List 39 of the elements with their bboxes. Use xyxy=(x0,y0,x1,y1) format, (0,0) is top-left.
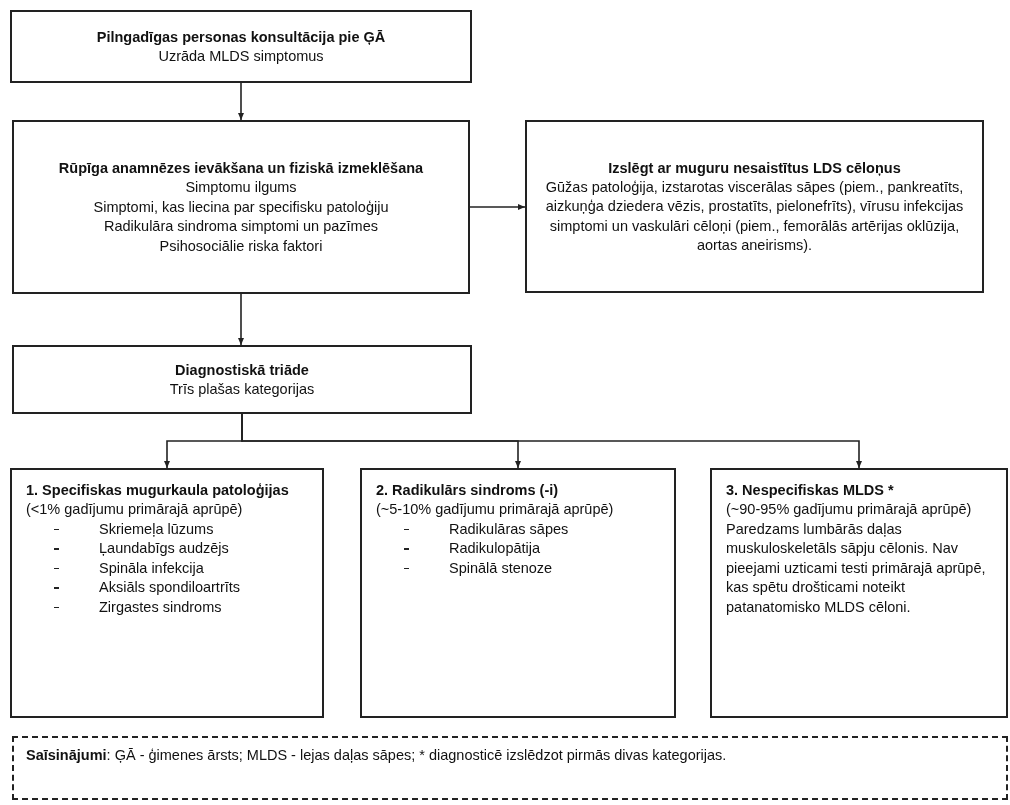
list-item: Ļaundabīgs audzējs xyxy=(99,539,229,558)
box-text: (~90-95% gadījumu primārajā aprūpē) xyxy=(726,500,972,519)
list-item: Radikulāras sāpes xyxy=(449,519,569,539)
box-text: Psihosociālie riska faktori xyxy=(159,236,323,256)
box-heading: 1. Specifiskas mugurkaula patoloģijas xyxy=(26,481,289,500)
box-text: Trīs plašas kategorijas xyxy=(169,379,315,399)
box-heading: 3. Nespecifiskas MLDS * xyxy=(726,481,894,500)
list-item: Radikulopātija xyxy=(449,539,541,558)
box-text: (<1% gadījumu primārajā aprūpē) xyxy=(26,500,243,519)
box-text: (~5-10% gadījumu primārajā aprūpē) xyxy=(376,500,614,519)
list-item: Spināla infekcija xyxy=(99,558,204,578)
process-box xyxy=(10,10,472,83)
arrow xyxy=(238,82,244,121)
box-text: Radikulāra sindroma simptomi un pazīmes xyxy=(104,217,378,236)
process-box xyxy=(710,468,1008,718)
box-text: Simptomi, kas liecina par specifisku patoloģiju xyxy=(93,197,389,217)
note-text: Saīsinājumi: ĢĀ - ģimenes ārsts; MLDS - lejas daļas sāpes; * diagnosticē izslēdzot pirmās divas kategorijas. xyxy=(26,746,727,765)
list-item: Skriemeļa lūzums xyxy=(99,519,214,539)
box-heading: Pilngadīgas personas konsultācija pie ĢĀ xyxy=(96,27,386,47)
box-text: Uzrāda MLDS simptomus xyxy=(158,46,324,66)
process-box xyxy=(12,120,470,294)
list-item: Spinālā stenoze xyxy=(449,558,553,578)
box-text: Gūžas patoloģija, izstarotas viscerālas sāpes (piem., pankreatīts, aizkuņģa dziedera vēzis, prostatīts, pielonefrīts), vīrusu infekcijas simptomi un vaskulāri cēloņi (piem., femorālās artērijas oklūzija, aortas aneirisms). xyxy=(544,177,965,255)
process-box xyxy=(360,468,676,718)
process-box xyxy=(12,345,472,414)
process-box xyxy=(10,468,324,718)
box-heading: 2. Radikulārs sindroms (-i) xyxy=(376,481,559,500)
box-heading: Rūpīga anamnēzes ievākšana un fiziskā izmeklēšana xyxy=(58,159,424,178)
list-item: Aksiāls spondiloartrīts xyxy=(99,578,241,597)
box-text: Paredzams lumbārās daļas muskuloskeletāls sāpju cēlonis. Nav pieejami uzticami testi primārajā aprūpē, kas spētu drošticami noteikt patanatomisko MLDS cēloni. xyxy=(726,519,987,617)
process-box xyxy=(525,120,984,293)
list-item: Zirgastes sindroms xyxy=(99,597,222,617)
box-text: Simptomu ilgums xyxy=(185,178,297,197)
box-heading: Diagnostiskā triāde xyxy=(175,360,309,380)
arrow xyxy=(241,413,862,469)
note-box xyxy=(12,736,1008,800)
arrow xyxy=(469,204,526,210)
arrow xyxy=(238,293,244,346)
box-heading: Izslēgt ar muguru nesaistītus LDS cēloņus xyxy=(608,158,901,178)
